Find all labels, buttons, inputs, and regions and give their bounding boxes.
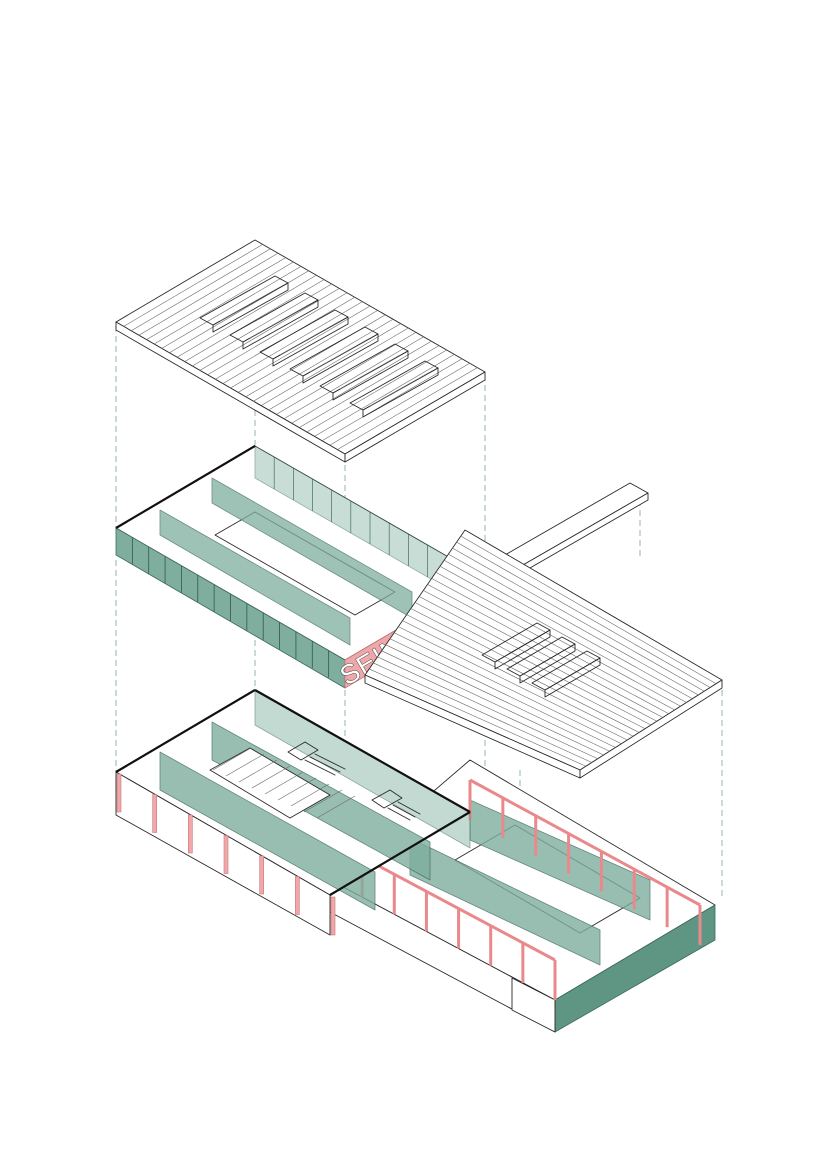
extension-plank — [460, 535, 717, 685]
stair-lower — [371, 789, 421, 821]
extension-plank — [423, 590, 663, 718]
ground-floor-layer — [115, 689, 716, 1033]
bleacher-step — [264, 771, 304, 795]
pink-column — [295, 876, 300, 915]
bleacher-step — [303, 789, 343, 813]
bleacher-step — [277, 777, 317, 801]
extension-plank — [389, 638, 616, 748]
connecting-beam — [504, 482, 649, 566]
extension-plank — [456, 541, 711, 688]
roof-rib — [123, 244, 263, 327]
extension-skylight-side — [544, 657, 601, 698]
extension-plank — [419, 596, 658, 722]
roof-rib — [337, 367, 478, 450]
stair-upper — [287, 741, 346, 776]
bleacher-step — [290, 783, 330, 807]
upper-inner-wall-a — [159, 509, 351, 646]
pink-column — [259, 855, 264, 895]
roof-rib — [314, 354, 455, 437]
bleacher-step — [212, 747, 252, 771]
roof-skylight-side — [362, 367, 439, 418]
roof-skylight-ridge — [309, 337, 371, 373]
extension-plank — [394, 632, 622, 745]
extension-plank — [406, 614, 640, 733]
roof-skylight-side — [212, 282, 289, 333]
pink-column — [330, 896, 336, 936]
roof-rib — [299, 345, 440, 428]
extension-plank — [398, 626, 628, 741]
roof-skylight-ridge — [249, 303, 311, 339]
pink-frame-beam — [469, 778, 701, 907]
roof-rib — [207, 292, 348, 376]
extension-plank — [431, 578, 675, 711]
roof-rib — [184, 279, 325, 362]
extension-roof-skylights — [481, 622, 601, 698]
roof-rib — [260, 323, 401, 406]
roof-rib — [321, 358, 463, 442]
roof-skylight-ridge — [369, 371, 431, 407]
extension-plank — [373, 662, 592, 763]
extension-roof-layer — [364, 482, 723, 779]
roof-skylight-side — [332, 350, 409, 401]
pink-column — [152, 794, 157, 833]
roof-rib — [154, 261, 294, 345]
extension-plank — [452, 547, 705, 692]
pink-column — [223, 835, 229, 874]
extension-plank — [414, 602, 652, 726]
extension-plank — [410, 608, 646, 730]
atrium-bleacher-steps — [212, 747, 356, 819]
roof-edge-right — [344, 371, 486, 463]
extension-plank — [439, 565, 687, 703]
roof-rib — [306, 349, 447, 433]
extension-plank — [385, 644, 610, 752]
bleacher-step — [225, 753, 265, 777]
roof-rib — [161, 266, 302, 349]
bleacher-step — [238, 759, 278, 783]
roof-skylight-ridge — [279, 320, 341, 356]
roof-rib — [283, 336, 424, 420]
roof-rib — [230, 305, 371, 389]
roof-skylight-side — [272, 316, 349, 367]
roof-skylight-side — [302, 333, 379, 384]
roof-rib — [192, 283, 332, 367]
roof-skylight-side — [242, 299, 319, 350]
extension-plank — [427, 584, 669, 715]
extension-roof-planks — [369, 535, 717, 767]
roof-skylight-ridge — [339, 354, 401, 390]
roof-rib — [199, 288, 340, 371]
roof-rib — [176, 274, 317, 358]
ground-inner-wall-a — [159, 751, 376, 911]
extension-plank — [402, 620, 634, 737]
pink-column — [116, 773, 122, 813]
extension-skylight-side — [519, 643, 576, 684]
extension-plank — [381, 650, 604, 756]
roof-rib — [329, 362, 470, 446]
roof-skylight-ridge — [219, 286, 281, 322]
extension-plank — [377, 656, 598, 760]
roof-rib — [253, 318, 394, 402]
roof-layer — [115, 239, 486, 463]
pink-column — [188, 814, 193, 854]
roof-rib — [131, 248, 271, 332]
bleacher-step — [251, 765, 291, 789]
ground-wing-porch — [511, 977, 556, 1033]
extension-plank — [369, 668, 587, 767]
roof-rib — [237, 310, 378, 393]
roof-skylights — [199, 275, 439, 418]
roof-rib — [276, 332, 417, 415]
extension-skylight-side — [494, 629, 551, 670]
bleacher-step — [316, 795, 356, 819]
extension-plank — [448, 553, 699, 696]
extension-plank — [444, 559, 693, 700]
roof-rib — [222, 301, 363, 384]
roof-rib — [146, 257, 286, 340]
ground-pink-columns — [116, 773, 336, 936]
roof-rib — [138, 252, 279, 336]
roof-rib — [268, 327, 409, 411]
